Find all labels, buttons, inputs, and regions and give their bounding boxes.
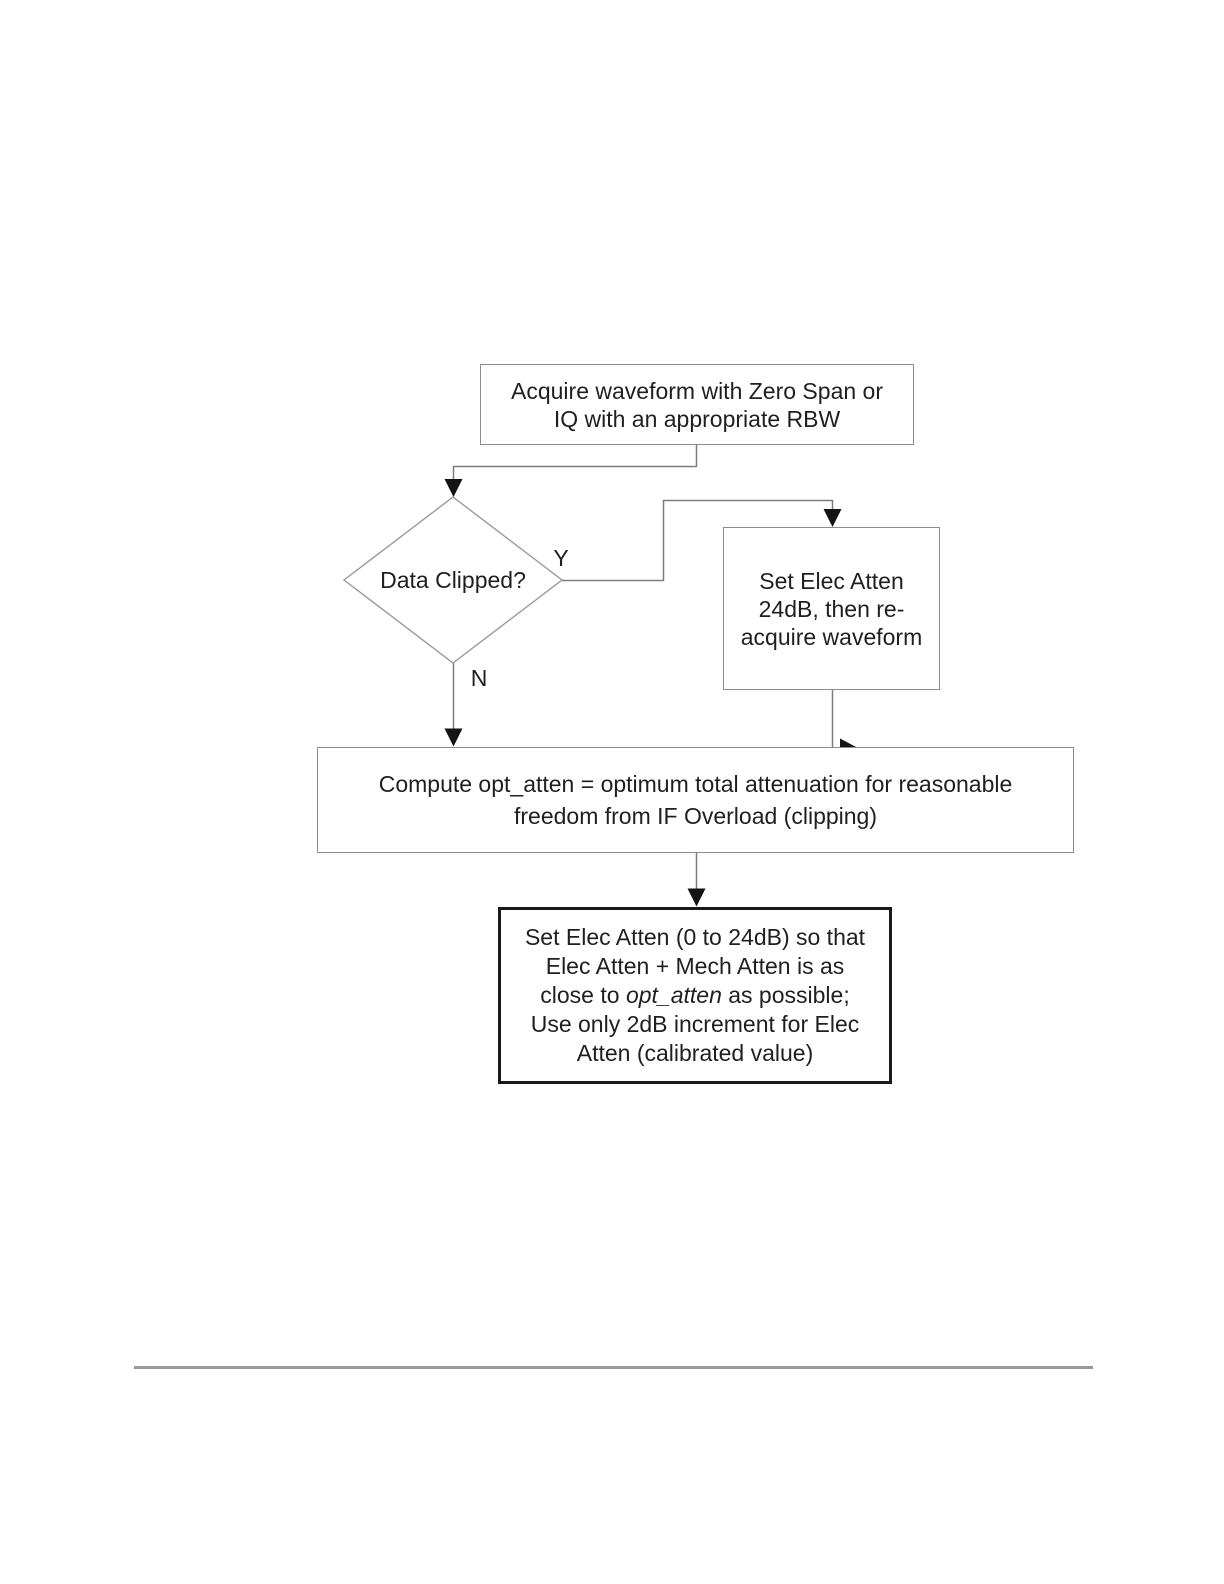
node-final-line-segment: close to <box>540 982 626 1008</box>
arrowhead-into-final-icon <box>687 888 706 907</box>
node-compute-line: freedom from IF Overload (clipping) <box>513 803 877 829</box>
node-final-line: Set Elec Atten (0 to 24dB) so that <box>524 924 866 950</box>
node-set-elec-atten-final: Set Elec Atten (0 to 24dB) so that Elec … <box>498 907 892 1084</box>
node-compute-opt-atten: Compute opt_atten = optimum total attenu… <box>317 747 1074 853</box>
node-set-elec-line: Set Elec Atten <box>759 567 904 594</box>
node-set-elec-line: 24dB, then re- <box>758 595 905 622</box>
node-set-elec-line: acquire waveform <box>740 623 923 650</box>
node-final-line: Elec Atten + Mech Atten is as <box>545 953 845 979</box>
node-acquire-waveform: Acquire waveform with Zero Span or IQ wi… <box>480 364 914 445</box>
branch-label-yes: Y <box>553 544 569 571</box>
arrowhead-into-compute-icon <box>444 728 463 747</box>
arrowhead-into-decision-icon <box>444 479 463 497</box>
connector-decision-yes-to-set-elec <box>562 499 834 582</box>
node-final-line-segment-italic: opt_atten <box>625 982 722 1008</box>
node-set-elec-atten-24db: Set Elec Atten 24dB, then re- acquire wa… <box>723 527 940 690</box>
connector-acquire-to-decision <box>452 445 698 480</box>
arrowhead-into-set-elec-icon <box>823 509 842 527</box>
node-compute-line: Compute opt_atten = optimum total attenu… <box>378 771 1013 797</box>
node-final-line: Atten (calibrated value) <box>576 1040 814 1066</box>
node-acquire-line: Acquire waveform with Zero Span or <box>511 377 883 404</box>
node-decision-data-clipped: Data Clipped? <box>380 566 526 593</box>
page-divider-rule <box>134 1366 1093 1369</box>
node-final-line: Use only 2dB increment for Elec <box>530 1011 860 1037</box>
node-acquire-line: IQ with an appropriate RBW <box>553 405 841 432</box>
node-final-line-segment: as possible; <box>721 982 850 1008</box>
decision-diamond-shape <box>342 496 564 664</box>
node-final-line: close to opt_atten as possible; <box>540 981 849 1010</box>
branch-label-no: N <box>470 664 488 691</box>
